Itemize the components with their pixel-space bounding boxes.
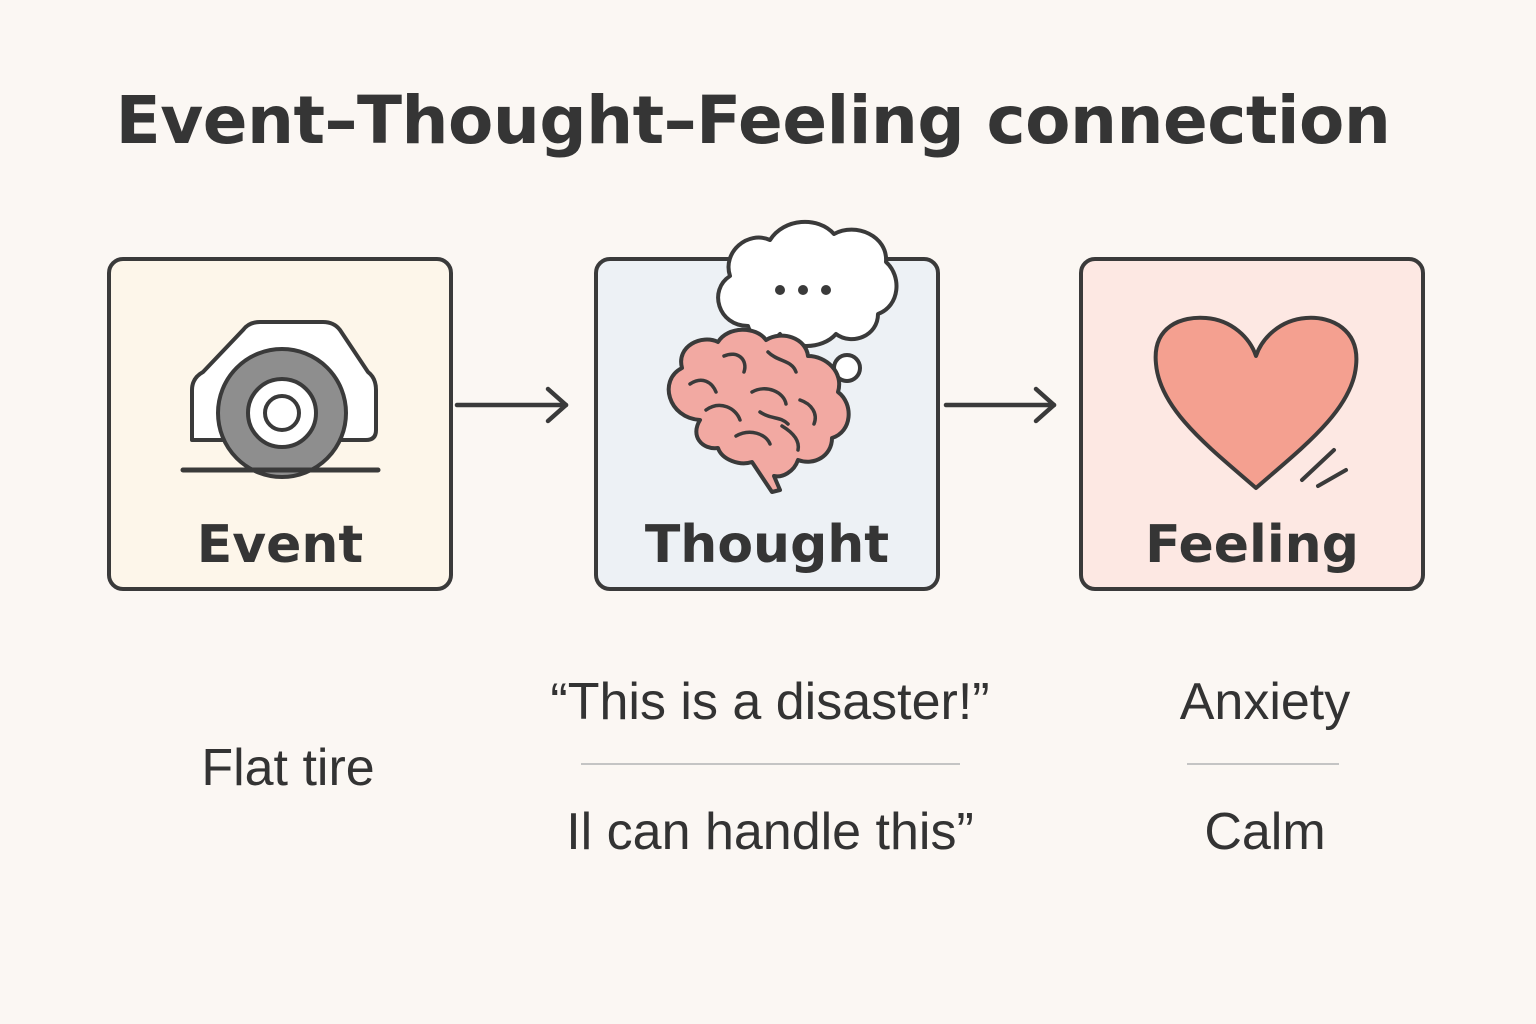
thought-label: Thought bbox=[644, 515, 890, 575]
arrow-thought-to-feeling bbox=[943, 386, 1057, 424]
feeling-box: Feeling bbox=[1079, 257, 1425, 591]
feeling-example-negative: Anxiety bbox=[1179, 673, 1351, 731]
event-example: Flat tire bbox=[201, 739, 375, 797]
thought-divider bbox=[581, 763, 960, 765]
event-label: Event bbox=[196, 515, 364, 575]
feeling-label: Feeling bbox=[1145, 515, 1359, 575]
thought-example-positive: Il can handle this” bbox=[566, 803, 974, 861]
feeling-divider bbox=[1187, 763, 1339, 765]
thought-example-negative: “This is a disaster!” bbox=[550, 673, 990, 731]
feeling-example-positive: Calm bbox=[1204, 803, 1326, 861]
thought-box: Thought bbox=[594, 257, 940, 591]
diagram-title: Event–Thought–Feeling connection bbox=[115, 82, 1391, 159]
arrow-event-to-thought bbox=[454, 386, 569, 424]
event-box: Event bbox=[107, 257, 453, 591]
